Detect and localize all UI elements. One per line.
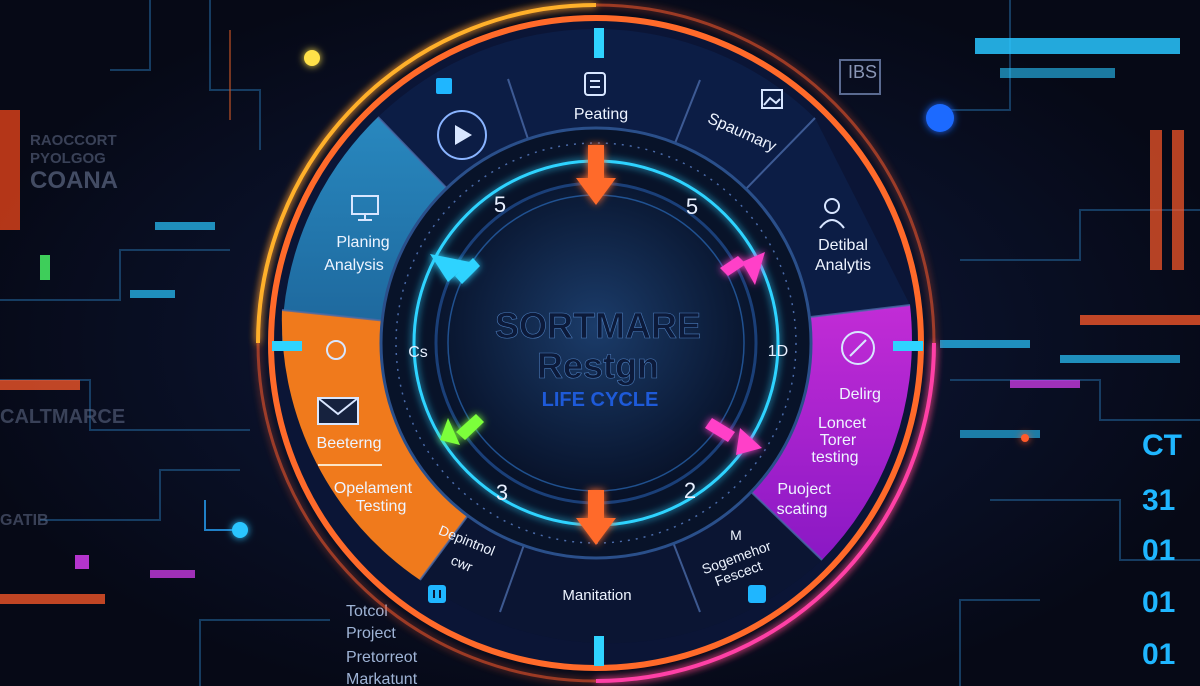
segment-bottom-left-line2: cwr (449, 552, 475, 575)
segment-bottom-label: Manitation (562, 587, 631, 604)
bg-code-3: 01 (1142, 534, 1175, 567)
segment-left-lower-line2: Opelament (334, 480, 413, 497)
arrow-lower-right-tail (705, 418, 735, 442)
monitor-icon (351, 195, 379, 221)
top-left-badge-icon (436, 78, 452, 94)
segment-left-lower-line1: Beeterng (317, 435, 382, 452)
arrow-lower-left (440, 418, 460, 445)
segment-top-label: Peating (574, 106, 628, 123)
ring-number-top-right: 5 (686, 194, 698, 219)
ring-number-bottom-left: 3 (496, 480, 508, 505)
pen-icon (841, 331, 875, 365)
ring-markers (272, 28, 923, 666)
center-subtitle: LIFE CYCLE (542, 389, 659, 411)
bg-text-right-top: IBS (848, 62, 877, 82)
bottom-list-1: Totcol (346, 603, 388, 620)
ring-number-top-left: 5 (494, 192, 506, 217)
background-bars (0, 38, 1200, 604)
segment-icons (317, 72, 875, 603)
segment-right-lower-line2: scating (777, 501, 828, 518)
segment-right-line3: Torer (820, 432, 857, 449)
bg-code-4: 01 (1142, 586, 1175, 619)
bottom-left-list: Totcol Project Pretorreot Markatunt (346, 603, 418, 686)
segment-right-lower-line1: Puoject (777, 481, 831, 498)
glow-dots (232, 50, 1029, 538)
process-icon (326, 340, 346, 360)
segment-left-upper-line1: Planing (336, 234, 389, 251)
bottom-list-2: Project (346, 625, 396, 642)
bg-text-left-top-2: PYOLGOG (30, 150, 106, 167)
bg-box-ibs (839, 59, 881, 95)
person-icon (819, 198, 845, 229)
segment-left-upper-line2: Analysis (324, 257, 384, 274)
arrow-bottom (576, 490, 616, 545)
center-title-line2: Restgn (537, 345, 659, 386)
center-title: SORTMARE Restgn LIFE CYCLE (495, 305, 702, 411)
segment-right-line2: Loncet (818, 415, 867, 432)
segment-right-line1: Delirg (839, 386, 881, 403)
arrow-lower-left-tail (456, 414, 484, 440)
gauge-icon (437, 110, 487, 160)
ring-number-right: 1D (768, 343, 788, 360)
bg-code-column: CT 31 01 01 01 (1142, 429, 1182, 671)
bg-code-2: 31 (1142, 484, 1175, 517)
bottom-list-4: Markatunt (346, 671, 418, 686)
arrow-upper-left (430, 254, 470, 282)
ring-number-left: Cs (408, 344, 428, 361)
bg-code-1: CT (1142, 429, 1182, 462)
arrow-lower-right (736, 428, 762, 455)
segment-right-upper-line1: Detibal (818, 237, 868, 254)
document-icon (584, 72, 606, 96)
image-icon (761, 89, 783, 109)
segment-right-upper-line2: Analytis (815, 257, 871, 274)
wheel (256, 3, 936, 683)
background-text: RAOCCORT PYOLGOG COANA CALTMARCE GATIB I… (0, 62, 877, 529)
bg-code-5: 01 (1142, 638, 1175, 671)
arrow-upper-left-tail (455, 258, 480, 284)
ring-numbers: 5 5 Cs 1D 3 2 (408, 192, 788, 505)
ring-number-bottom-right: 2 (684, 478, 696, 503)
arrow-top (576, 145, 616, 205)
segment-right-line4: testing (811, 449, 858, 466)
mail-icon (317, 397, 359, 425)
arrow-upper-right-tail (720, 256, 746, 276)
bg-text-left-mid: CALTMARCE (0, 406, 125, 428)
cycle-arrows (430, 145, 765, 545)
arrow-upper-right (742, 252, 765, 285)
center-title-line1: SORTMARE (495, 305, 701, 346)
doc-badge-icon (748, 585, 766, 603)
bg-text-left-top-3: COANA (30, 167, 118, 194)
segment-left-lower-line3: Testing (356, 498, 407, 515)
bottom-list-3: Pretorreot (346, 649, 418, 666)
pause-badge-icon (428, 585, 446, 603)
bg-text-left-low: GATIB (0, 512, 49, 529)
bg-text-left-top-1: RAOCCORT (30, 132, 117, 149)
segment-bottom-right-line1: M (730, 527, 742, 543)
